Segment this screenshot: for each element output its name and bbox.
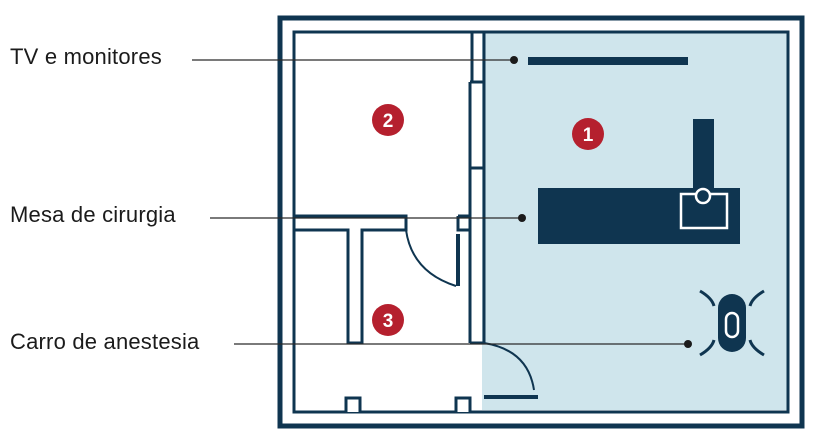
partition-wall-lower-a — [468, 82, 486, 88]
label-anesthesia-cart: Carro de anestesia — [10, 329, 200, 354]
room-badge-2: 2 — [372, 104, 404, 136]
room-badge-2-number: 2 — [383, 111, 394, 132]
door-room3-arc — [405, 229, 457, 287]
inner-wall-outline — [292, 30, 790, 414]
label-surgery-table: Mesa de cirurgia — [10, 202, 176, 227]
bottom-wall-notch-right — [454, 396, 472, 412]
room-badge-1: 1 — [572, 118, 604, 150]
partition-wall-upper — [468, 33, 486, 343]
room-badge-1-number: 1 — [583, 125, 594, 146]
room-badge-3: 3 — [372, 304, 404, 336]
outer-wall — [277, 15, 805, 429]
surgical-light-pivot — [694, 187, 712, 205]
leader-dot-tv — [510, 56, 518, 64]
surgical-light-arm — [693, 119, 714, 195]
bottom-wall-notch-left — [344, 396, 362, 412]
leader-dot-cart — [684, 340, 692, 348]
anesthesia-cart-shape — [699, 289, 765, 357]
label-tv-monitors: TV e monitores — [10, 44, 162, 69]
tv-monitors-shape — [528, 57, 688, 65]
leader-dot-table — [518, 214, 526, 222]
room2-wall — [294, 30, 474, 82]
room-badge-3-number: 3 — [383, 311, 394, 332]
small-post — [456, 214, 470, 232]
